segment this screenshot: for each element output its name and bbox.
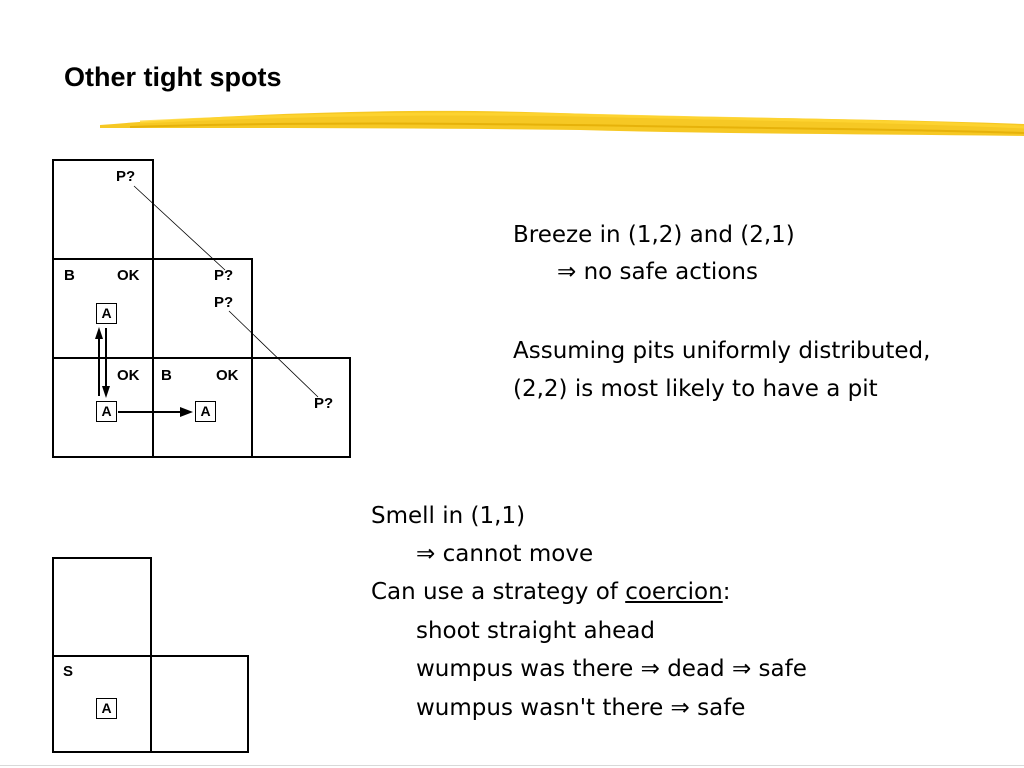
cell-3-1 [251,357,351,458]
agent-box-2-1: A [195,401,216,422]
text2-line6: wumpus wasn't there ⇒ safe [416,695,746,721]
text1-line2: ⇒ no safe actions [557,259,758,285]
agent-box-1-2: A [96,303,117,324]
arrow-down-head [102,386,110,398]
ok-label-1-2: OK [117,267,140,284]
pit-label-right: P? [314,395,334,412]
text2-line3-pre: Can use a strategy of [371,579,626,605]
breeze-label-1-2: B [64,267,75,284]
text2-line3-post: : [722,579,731,605]
arrow-up-head [95,327,103,339]
coercion-term: coercion [625,579,723,605]
smell-label: S [63,663,74,680]
cell2-1-2 [52,557,152,657]
pit-leader-line-2 [228,310,319,398]
text1-line4: (2,2) is most likely to have a pit [513,376,878,402]
agent-box-1-1: A [96,401,117,422]
text2-line2: ⇒ cannot move [416,541,594,567]
arrow-right-head [180,407,193,417]
text1-line3: Assuming pits uniformly distributed, [513,338,931,364]
pit-label-top: P? [116,168,136,185]
cell2-2-1 [150,655,249,753]
agent-box-2: A [96,698,117,719]
text2-line4: shoot straight ahead [416,618,655,644]
text2-line5: wumpus was there ⇒ dead ⇒ safe [416,656,807,682]
highlighter-stroke [100,110,1024,136]
pit-leader-line-1 [133,185,226,271]
breeze-label-2-1: B [161,367,172,384]
text2-line3: Can use a strategy of coercion: [371,573,730,611]
ok-label-2-1: OK [216,367,239,384]
text2-line1: Smell in (1,1) [371,503,526,529]
text1-line1: Breeze in (1,2) and (2,1) [513,222,795,248]
slide-title: Other tight spots [64,62,282,92]
bottom-border [0,765,1024,766]
pit-label-2-2-b: P? [214,294,234,311]
ok-label-1-1: OK [117,367,140,384]
pit-label-2-2-a: P? [214,267,234,284]
